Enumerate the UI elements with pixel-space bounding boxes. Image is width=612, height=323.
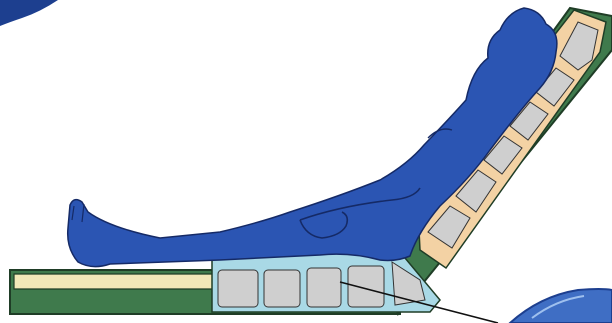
base-mattress	[14, 274, 215, 289]
hip-cell	[218, 270, 258, 307]
hip-cell	[264, 270, 300, 307]
hip-cell	[307, 268, 341, 307]
magnifier-circle	[510, 289, 612, 323]
corner-decoration	[0, 0, 58, 26]
body-silhouette	[68, 8, 557, 267]
hip-cell	[348, 266, 384, 307]
